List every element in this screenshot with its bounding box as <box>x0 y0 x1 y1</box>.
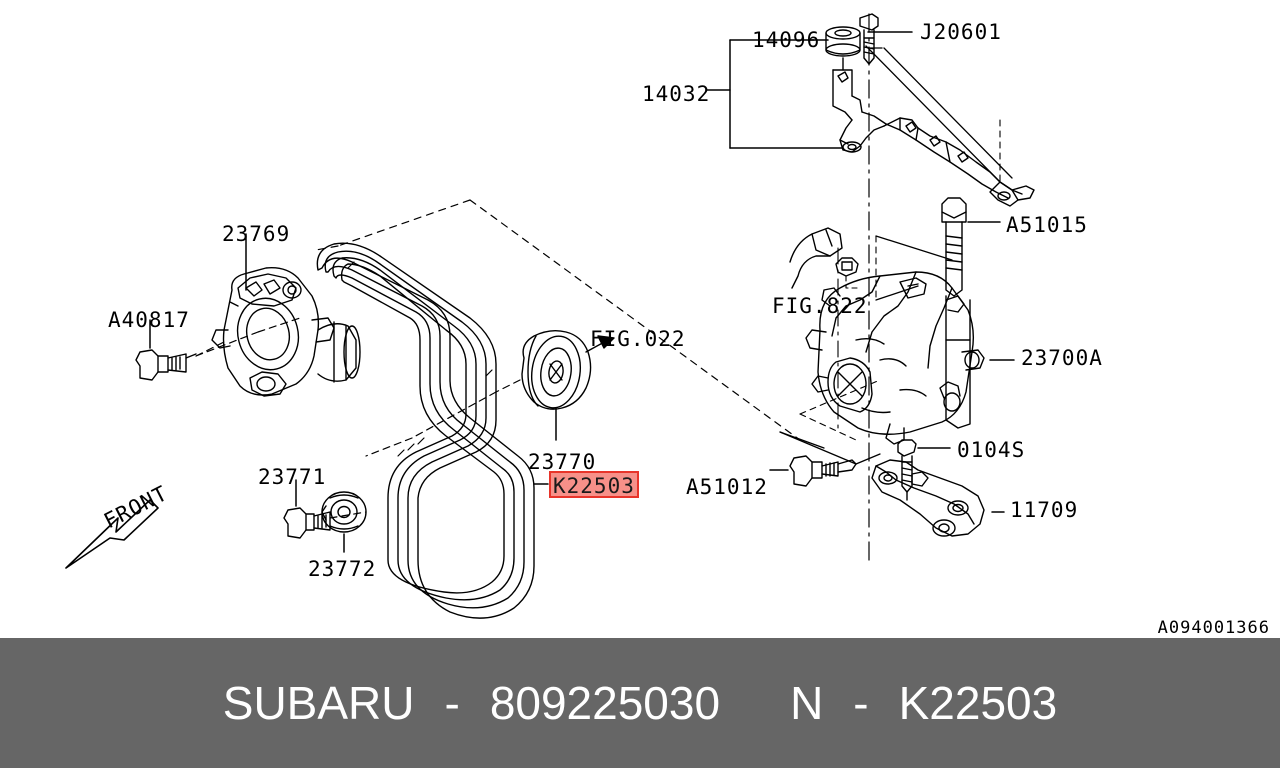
leader-14032 <box>705 39 843 149</box>
part-label-a51015: A51015 <box>1006 213 1088 237</box>
part-label-23700a: 23700A <box>1021 346 1103 370</box>
fig022-arrow <box>585 335 615 353</box>
part-label-0104s: 0104S <box>957 438 1026 462</box>
part-label-14096: 14096 <box>752 28 821 52</box>
part-23770-idler-pulley <box>521 329 592 410</box>
part-label-23770: 23770 <box>528 450 597 474</box>
part-fig822-nut <box>835 257 859 277</box>
diagram-linework <box>65 13 1035 619</box>
footer-part-number: 809225030 <box>489 677 721 729</box>
parts-diagram-canvas: 14032 14096 J20601 A51015 23700A 0104S 1… <box>65 13 1270 638</box>
figure-ref-822[interactable]: FIG.822 <box>772 294 868 318</box>
part-k22503-serpentine-belt <box>316 242 535 619</box>
part-label-14032: 14032 <box>642 82 711 106</box>
part-11709-bracket <box>871 459 985 537</box>
highlighted-part-box[interactable] <box>549 471 639 498</box>
footer-brand: SUBARU <box>222 677 415 729</box>
part-alternator-bracket <box>945 295 971 429</box>
part-label-j20601: J20601 <box>920 20 1002 44</box>
construction-line-diagonal <box>469 199 801 441</box>
part-label-a40817: A40817 <box>108 308 190 332</box>
figure-ref-022[interactable]: FIG.022 <box>590 327 686 351</box>
part-upper-rail <box>883 117 1035 207</box>
part-a40817-bolt <box>135 349 197 381</box>
part-14032-bracket <box>832 57 887 153</box>
part-label-23771: 23771 <box>258 465 327 489</box>
part-23769-housing <box>211 267 361 397</box>
part-label-11709: 11709 <box>1010 498 1079 522</box>
part-label-a51012: A51012 <box>686 475 768 499</box>
footer-separator: - <box>444 677 460 729</box>
footer-qualifier-separator: - <box>853 677 869 729</box>
drawing-code: A094001366 <box>1157 618 1270 638</box>
part-fig822-hose <box>789 227 843 289</box>
part-label-23769: 23769 <box>222 222 291 246</box>
footer-qualifier: N <box>790 677 824 729</box>
part-a51015-bolt <box>941 197 967 297</box>
part-14096-grommet <box>825 26 861 57</box>
highlighted-part-label: K22503 <box>553 474 635 498</box>
front-direction-arrow <box>65 499 159 569</box>
part-23771-bolt <box>283 507 331 539</box>
footer-part-code: K22503 <box>898 677 1058 729</box>
part-label-23772: 23772 <box>308 557 377 581</box>
